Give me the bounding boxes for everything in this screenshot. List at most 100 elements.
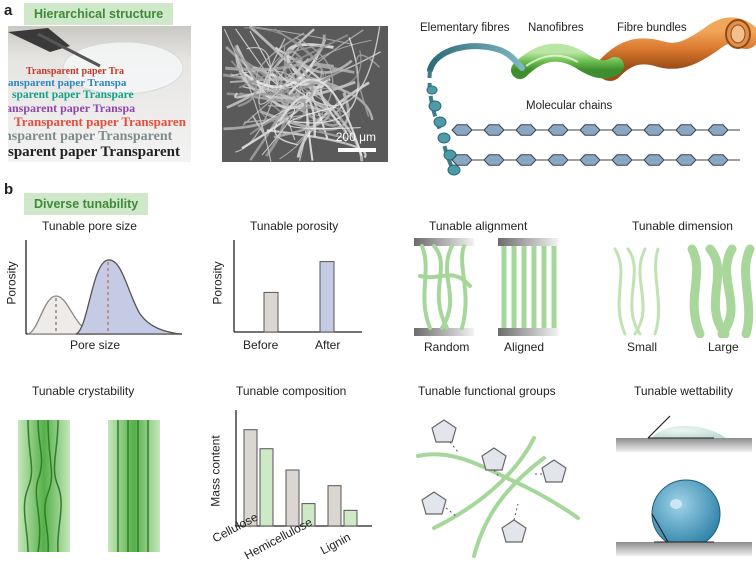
title-pore-size: Tunable pore size bbox=[42, 219, 137, 233]
glucose-ring bbox=[611, 154, 633, 166]
porosity-ylabel: Porosity bbox=[210, 261, 225, 305]
sem-image: 200 μm bbox=[222, 26, 388, 162]
glucose-ring bbox=[611, 124, 633, 136]
wettability-illustration bbox=[616, 415, 752, 556]
glucose-ring bbox=[483, 154, 505, 166]
aligned-top-bar bbox=[498, 238, 558, 246]
contact-angle-line-bottom bbox=[651, 513, 669, 543]
alignment-aligned-label: Aligned bbox=[504, 340, 545, 354]
composition-chart bbox=[235, 410, 372, 527]
composition-ylabel: Mass content bbox=[208, 435, 223, 507]
sem-fibre bbox=[271, 77, 374, 121]
paper-text-line: parent paper Transparent bbox=[8, 160, 191, 163]
sem-fibre bbox=[288, 78, 363, 157]
functional-group-pentagons bbox=[421, 419, 567, 543]
functional-groups-illustration bbox=[416, 419, 580, 558]
glucose-ring bbox=[515, 154, 537, 166]
sem-fibre bbox=[225, 34, 326, 71]
glucose-ring bbox=[483, 124, 505, 136]
sem-fibre bbox=[261, 107, 296, 156]
title-crystability: Tunable crystability bbox=[32, 384, 135, 398]
glucose-ring bbox=[675, 124, 697, 136]
dimension-small-label: Small bbox=[627, 340, 658, 354]
sem-fibre-network bbox=[222, 26, 381, 162]
paper-text-line: nsparent paper Transparent bbox=[8, 128, 173, 144]
composition-bar-lignin-s1 bbox=[327, 485, 342, 527]
paper-text-line: ansparent paper Transpa bbox=[8, 77, 127, 89]
sem-scale-bar bbox=[338, 148, 376, 152]
crystal-block-right bbox=[108, 420, 160, 552]
paper-text-line: Transparent paper Tra bbox=[26, 66, 124, 77]
crystal-lines-left bbox=[23, 419, 62, 553]
composition-bar-hemicellulose-s2 bbox=[301, 503, 316, 527]
sem-fibre bbox=[283, 46, 301, 87]
sem-fibre bbox=[238, 34, 349, 89]
substrate-bottom bbox=[616, 542, 752, 556]
sem-fibre bbox=[296, 81, 370, 158]
sem-fibre bbox=[249, 105, 318, 135]
droplet-wetting bbox=[652, 426, 726, 438]
panel-b-letter: b bbox=[4, 181, 14, 198]
porosity-after-label: After bbox=[315, 338, 341, 352]
sem-fibre bbox=[305, 128, 349, 140]
sem-fibre bbox=[293, 37, 359, 124]
glucose-ring bbox=[515, 124, 537, 136]
random-fibres bbox=[418, 244, 472, 330]
sem-scale-label: 200 μm bbox=[335, 130, 376, 144]
composition-bar-cellulose-s2 bbox=[259, 448, 274, 527]
paper-text-line: Transparent paper Transparen bbox=[14, 113, 186, 129]
small-fibres bbox=[613, 247, 661, 336]
glucose-ring bbox=[675, 154, 697, 166]
contact-angle-line-top bbox=[647, 415, 671, 439]
sem-fibre bbox=[235, 28, 278, 86]
pore-ylabel: Porosity bbox=[4, 261, 19, 305]
paper-photo-background bbox=[8, 26, 191, 162]
title-alignment: Tunable alignment bbox=[429, 219, 528, 233]
paper-text-line: sparent paper Transparent bbox=[8, 143, 180, 160]
paper-text-line: sparent paper Transpare bbox=[12, 89, 134, 101]
porosity-before-label: Before bbox=[243, 338, 279, 352]
glucose-ring bbox=[579, 154, 601, 166]
title-dimension: Tunable dimension bbox=[632, 219, 733, 233]
fibre-hierarchy-illustration bbox=[426, 17, 756, 176]
sem-fibre bbox=[312, 62, 355, 74]
sem-fibre bbox=[305, 91, 329, 161]
sem-fibre bbox=[244, 27, 347, 145]
glucose-ring bbox=[707, 154, 729, 166]
sem-fibre bbox=[249, 26, 354, 46]
sem-fibre bbox=[223, 28, 272, 162]
label-molecular-chains: Molecular chains bbox=[526, 100, 613, 112]
glucose-ring bbox=[643, 154, 665, 166]
alignment-illustration bbox=[414, 238, 558, 336]
panel-b-tag: Diverse tunability bbox=[24, 193, 149, 215]
glucose-ring bbox=[707, 124, 729, 136]
pore-xlabel: Pore size bbox=[70, 338, 121, 352]
paper-text-line: ansparent paper Transpa bbox=[8, 100, 136, 115]
glucose-ring bbox=[547, 154, 569, 166]
title-composition: Tunable composition bbox=[236, 384, 347, 398]
porosity-chart bbox=[233, 240, 362, 333]
pore-size-chart bbox=[25, 240, 182, 335]
crystal-lines-right bbox=[117, 420, 149, 552]
droplet-nonwetting bbox=[651, 479, 721, 549]
label-elementary-fibres: Elementary fibres bbox=[420, 22, 510, 34]
substrate-top bbox=[616, 438, 752, 452]
porosity-bar-before bbox=[263, 291, 279, 333]
sem-fibre bbox=[246, 47, 271, 93]
title-porosity: Tunable porosity bbox=[250, 219, 339, 233]
functional-fibres bbox=[416, 436, 580, 558]
sem-fibre bbox=[226, 68, 344, 97]
sem-fibre bbox=[232, 47, 258, 108]
random-bottom-bar bbox=[414, 328, 474, 336]
random-top-bar bbox=[414, 238, 474, 246]
aligned-fibres bbox=[501, 246, 557, 328]
glucose-ring bbox=[643, 124, 665, 136]
title-functional-groups: Tunable functional groups bbox=[418, 384, 556, 398]
glucose-ring bbox=[579, 124, 601, 136]
sem-fibre bbox=[273, 95, 331, 139]
sem-fibre bbox=[242, 78, 328, 113]
composition-bar-cellulose-s1 bbox=[243, 429, 258, 527]
porosity-bar-after bbox=[319, 261, 335, 333]
